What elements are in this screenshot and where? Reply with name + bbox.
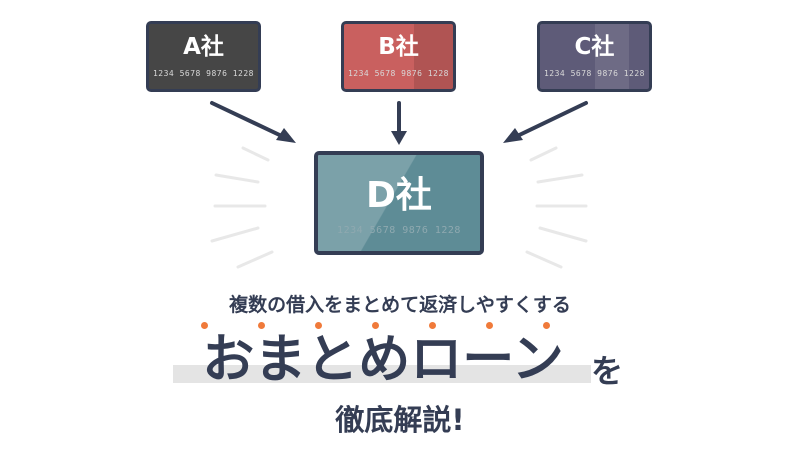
card-b: B社 1234 5678 9876 1228 [341, 21, 456, 92]
emphasis-dot-icon [258, 322, 265, 329]
ray-line [241, 146, 270, 162]
ray-line [236, 250, 274, 269]
title-tail: 徹底解説! [335, 403, 465, 437]
card-c-name: C社 [574, 34, 615, 60]
subtitle: 複数の借入をまとめて返済しやすくする [229, 294, 571, 316]
emphasis-dot-icon [201, 322, 208, 329]
arrow-head-icon [503, 128, 523, 143]
ray-line [214, 173, 260, 184]
main-title: おまとめローン [202, 330, 564, 390]
arrow-head-icon [276, 128, 296, 143]
card-b-number: 1234 5678 9876 1228 [347, 69, 449, 78]
ray-line [525, 250, 563, 269]
arrow-head-icon [391, 131, 407, 145]
title-particle: を [591, 352, 624, 390]
card-d: D社 1234 5678 9876 1228 [314, 151, 484, 255]
ray-line [529, 146, 558, 162]
card-a: A社 1234 5678 9876 1228 [146, 21, 261, 92]
arrow-icon [210, 101, 290, 141]
emphasis-dot-icon [429, 322, 436, 329]
ray-line [538, 226, 588, 243]
rays-decoration [210, 146, 588, 269]
card-d-number: 1234 5678 9876 1228 [337, 225, 461, 236]
ray-line [210, 226, 260, 243]
emphasis-dot-icon [543, 322, 550, 329]
title-highlight [173, 365, 591, 383]
card-b-name: B社 [378, 34, 419, 60]
arrow-icon [509, 101, 588, 141]
emphasis-dot-icon [315, 322, 322, 329]
ray-line [536, 173, 584, 184]
card-a-name: A社 [183, 34, 224, 60]
emphasis-dot-icon [486, 322, 493, 329]
card-c: C社 1234 5678 9876 1228 [537, 21, 652, 92]
card-a-number: 1234 5678 9876 1228 [152, 69, 254, 78]
card-d-name: D社 [366, 175, 432, 216]
emphasis-dot-icon [372, 322, 379, 329]
card-c-number: 1234 5678 9876 1228 [543, 69, 645, 78]
